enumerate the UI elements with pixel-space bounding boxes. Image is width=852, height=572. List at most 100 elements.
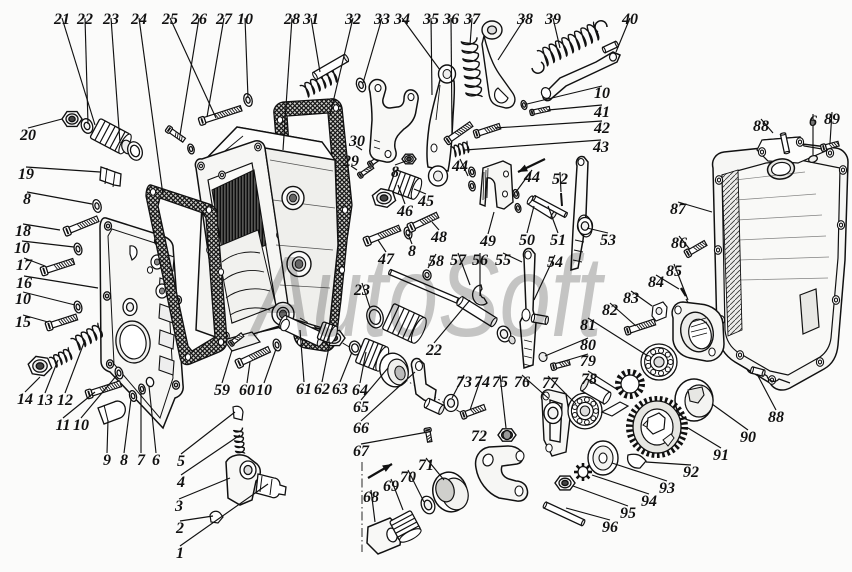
svg-text:58: 58 [428,253,444,270]
svg-text:14: 14 [17,391,33,408]
svg-text:66: 66 [353,420,369,437]
svg-text:11: 11 [55,417,70,434]
svg-text:34: 34 [393,11,410,28]
svg-text:8: 8 [120,452,128,469]
svg-text:67: 67 [353,443,370,460]
svg-text:10: 10 [15,291,31,308]
svg-text:38: 38 [516,11,533,28]
svg-text:64: 64 [352,382,368,399]
svg-text:27: 27 [215,11,233,28]
svg-text:16: 16 [16,275,32,292]
svg-text:77: 77 [542,375,559,392]
svg-text:61: 61 [296,381,312,398]
svg-text:56: 56 [472,252,488,269]
svg-text:70: 70 [400,469,416,486]
svg-text:44: 44 [523,169,540,186]
svg-text:57: 57 [450,252,467,269]
svg-text:55: 55 [495,252,511,269]
svg-text:10: 10 [73,417,89,434]
svg-text:29: 29 [342,153,359,170]
svg-text:52: 52 [552,171,568,188]
svg-text:65: 65 [353,399,369,416]
svg-text:19: 19 [18,166,34,183]
svg-text:8: 8 [391,164,399,181]
svg-text:45: 45 [417,193,434,210]
svg-text:23: 23 [102,11,119,28]
svg-text:74: 74 [474,374,490,391]
svg-text:68: 68 [363,489,379,506]
svg-text:10: 10 [14,240,30,257]
svg-text:76: 76 [514,374,530,391]
svg-text:30: 30 [348,133,365,150]
svg-text:10: 10 [594,85,610,102]
svg-text:79: 79 [580,353,596,370]
svg-text:36: 36 [442,11,459,28]
svg-text:51: 51 [550,232,566,249]
svg-text:94: 94 [641,493,657,510]
svg-text:2: 2 [175,520,184,537]
svg-text:22: 22 [76,11,93,28]
svg-text:6: 6 [809,113,817,130]
svg-text:15: 15 [15,314,31,331]
svg-text:35: 35 [422,11,439,28]
svg-text:82: 82 [602,302,618,319]
svg-text:7: 7 [137,452,146,469]
svg-text:72: 72 [471,428,487,445]
svg-text:18: 18 [15,223,31,240]
svg-text:71: 71 [418,457,434,474]
svg-text:80: 80 [580,337,596,354]
svg-text:69: 69 [383,478,399,495]
svg-text:17: 17 [16,257,33,274]
svg-text:62: 62 [314,381,330,398]
svg-text:24: 24 [130,11,147,28]
svg-text:13: 13 [37,392,53,409]
svg-text:37: 37 [463,11,481,28]
svg-text:50: 50 [519,232,535,249]
svg-text:28: 28 [283,11,300,28]
svg-text:10: 10 [256,382,272,399]
svg-text:20: 20 [19,127,36,144]
svg-text:47: 47 [377,251,395,268]
svg-text:1: 1 [176,545,184,562]
svg-text:81: 81 [580,317,596,334]
svg-text:84: 84 [648,274,664,291]
svg-text:96: 96 [602,519,618,536]
svg-text:43: 43 [592,139,609,156]
svg-text:53: 53 [600,232,616,249]
svg-text:86: 86 [671,235,687,252]
svg-text:87: 87 [670,201,687,218]
svg-text:59: 59 [214,382,230,399]
svg-text:46: 46 [396,203,413,220]
svg-text:32: 32 [344,11,361,28]
svg-text:88: 88 [753,118,769,135]
svg-text:85: 85 [666,263,682,280]
svg-text:10: 10 [237,11,253,28]
svg-text:73: 73 [456,374,472,391]
svg-text:39: 39 [544,11,561,28]
svg-text:25: 25 [161,11,178,28]
svg-text:60: 60 [239,382,255,399]
svg-text:33: 33 [373,11,390,28]
svg-text:8: 8 [408,243,416,260]
svg-text:22: 22 [425,342,442,359]
svg-text:40: 40 [621,11,638,28]
svg-text:89: 89 [824,111,840,128]
svg-text:3: 3 [174,498,183,515]
svg-text:92: 92 [683,464,699,481]
svg-text:90: 90 [740,429,756,446]
svg-text:4: 4 [176,474,185,491]
svg-text:93: 93 [659,480,675,497]
svg-text:88: 88 [768,409,784,426]
svg-text:8: 8 [23,191,31,208]
svg-text:78: 78 [581,371,597,388]
svg-text:26: 26 [190,11,207,28]
svg-text:23: 23 [353,282,370,299]
svg-text:91: 91 [713,447,729,464]
svg-text:95: 95 [620,505,636,522]
svg-text:49: 49 [479,233,496,250]
svg-text:54: 54 [547,254,563,271]
svg-text:44: 44 [451,158,468,175]
svg-text:21: 21 [53,11,70,28]
svg-text:63: 63 [332,381,348,398]
svg-text:Soft: Soft [438,233,605,361]
